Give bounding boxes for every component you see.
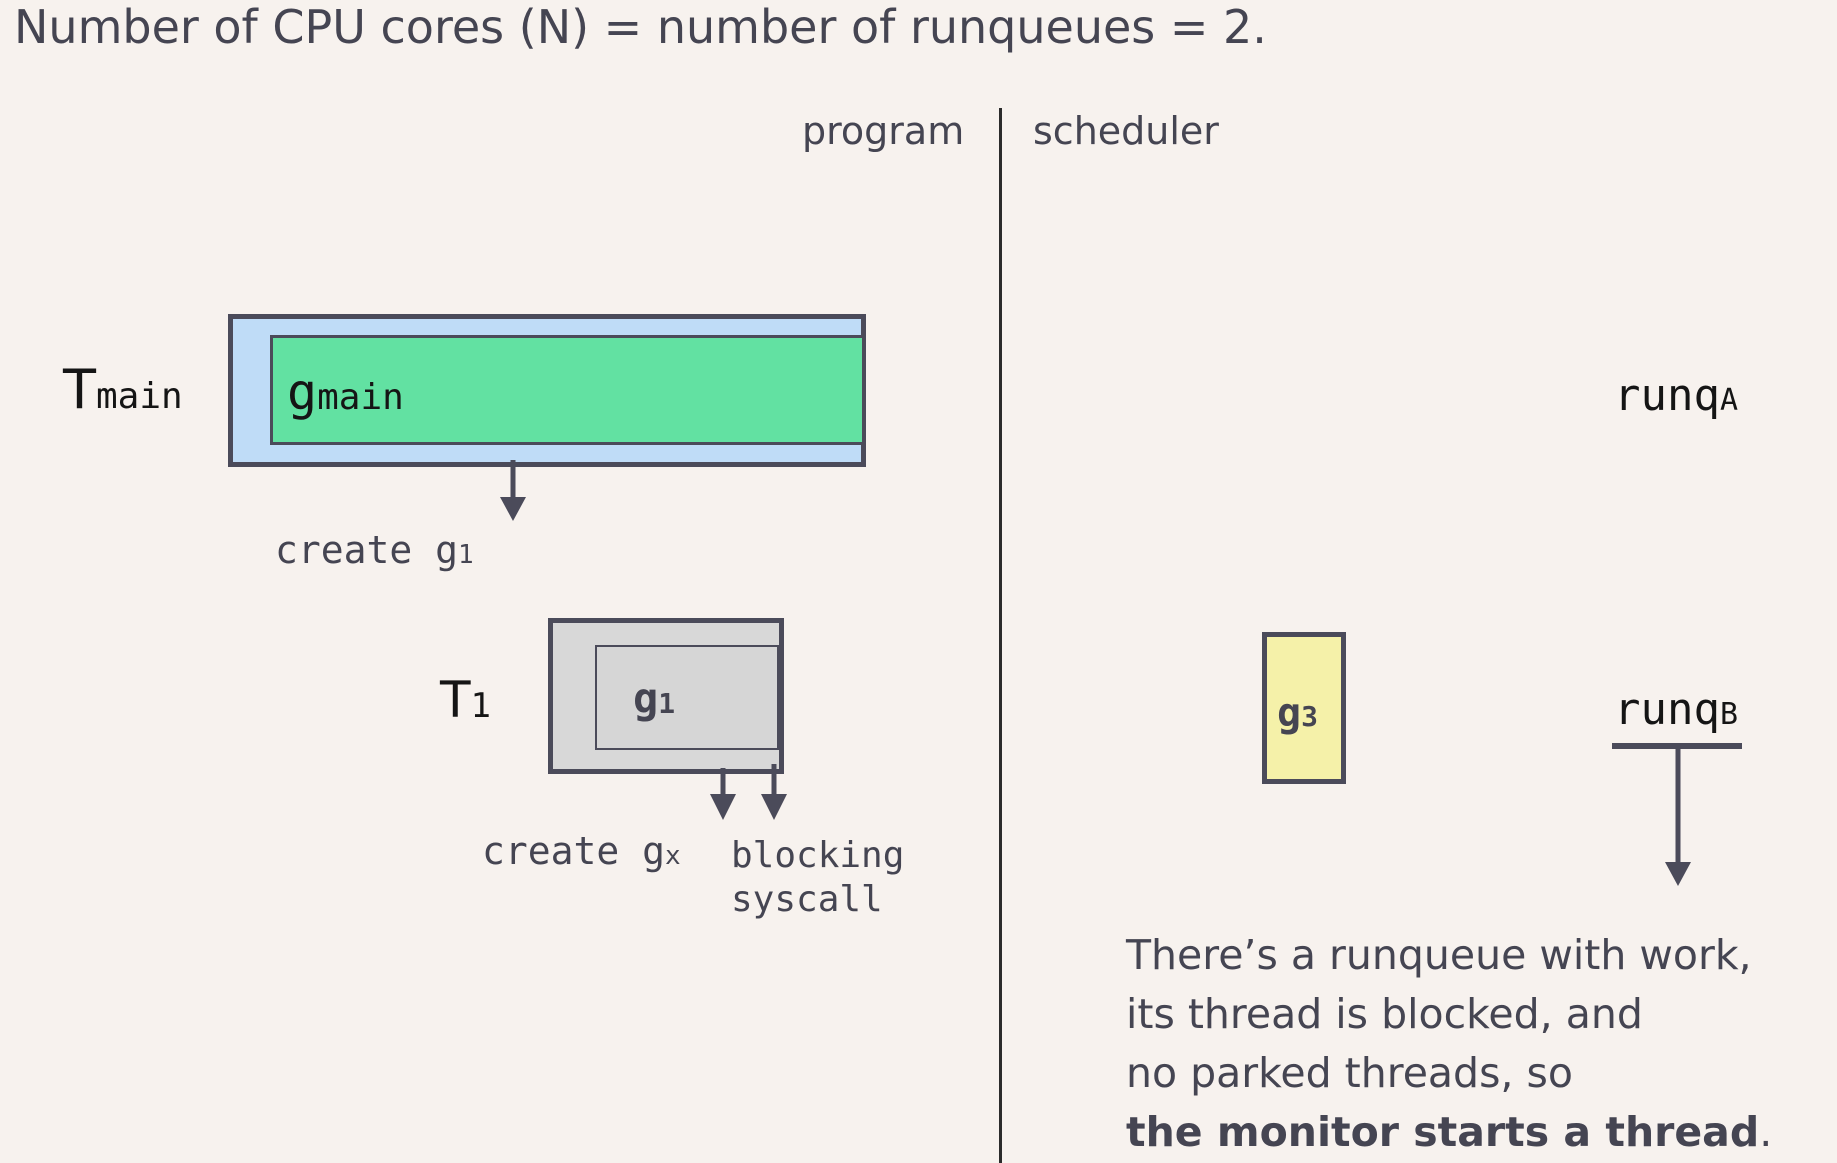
goroutine-main-sub: main: [317, 377, 404, 418]
create-gx-label: create gx: [482, 828, 681, 879]
create-g1-label: create g1: [275, 527, 474, 578]
thread-main-base: T: [63, 358, 96, 421]
arrow-create-gx: [710, 768, 736, 820]
section-divider: [999, 108, 1002, 1163]
goroutine-3-box: [1262, 632, 1346, 784]
thread-1-base: T: [440, 671, 471, 729]
blocking-line-1: blocking: [731, 835, 905, 876]
goroutine-3-sub: 3: [1301, 700, 1318, 733]
blocking-line-2: syscall: [731, 879, 883, 920]
goroutine-main-box: [270, 335, 865, 445]
arrow-create-g1: [500, 460, 526, 521]
scheduler-section-label: scheduler: [1033, 109, 1219, 153]
thread-main-sub: main: [96, 376, 183, 417]
runqueue-b-base: runq: [1614, 684, 1720, 735]
program-section-label: program: [802, 109, 965, 153]
create-g1-text: create g: [275, 528, 459, 572]
goroutine-main-label: gmain: [287, 362, 404, 428]
arrow-runqueue-b: [1665, 749, 1691, 886]
arrow-blocking-syscall: [761, 764, 787, 820]
runqueue-a-label: runqA: [1614, 370, 1738, 427]
thread-main-label: Tmain: [63, 358, 183, 429]
thread-1-sub: 1: [470, 686, 492, 726]
page-title: Number of CPU cores (N) = number of runq…: [14, 0, 1267, 54]
goroutine-1-sub: 1: [658, 687, 676, 720]
goroutine-3-base: g: [1277, 690, 1302, 736]
goroutine-1-base: g: [633, 674, 659, 723]
runqueue-b-label: runqB: [1614, 684, 1738, 741]
goroutine-1-label: g1: [633, 674, 675, 729]
note-line-2: its thread is blocked, and: [1126, 990, 1643, 1038]
thread-1-label: T1: [440, 670, 491, 736]
goroutine-3-label: g3: [1277, 690, 1318, 740]
note-line-4-end: .: [1759, 1108, 1773, 1156]
note-line-4-bold: the monitor starts a thread: [1126, 1108, 1760, 1156]
create-g1-sub: 1: [458, 540, 474, 570]
runqueue-a-base: runq: [1614, 370, 1720, 421]
note-line-4: the monitor starts a thread.: [1126, 1103, 1772, 1162]
create-gx-text: create g: [482, 829, 666, 873]
note-line-3: no parked threads, so: [1126, 1049, 1573, 1097]
runqueue-a-sub: A: [1719, 383, 1739, 418]
runqueue-b-sub: B: [1719, 697, 1739, 732]
goroutine-main-base: g: [287, 363, 318, 421]
note-line-1: There’s a runqueue with work,: [1126, 931, 1752, 979]
explanation-note: There’s a runqueue with work, its thread…: [1126, 926, 1772, 1162]
runqueue-b-bar: [1612, 743, 1742, 749]
create-gx-sub: x: [665, 841, 681, 871]
goroutine-1-box: [595, 645, 779, 750]
blocking-syscall-label: blocking syscall: [731, 834, 904, 922]
